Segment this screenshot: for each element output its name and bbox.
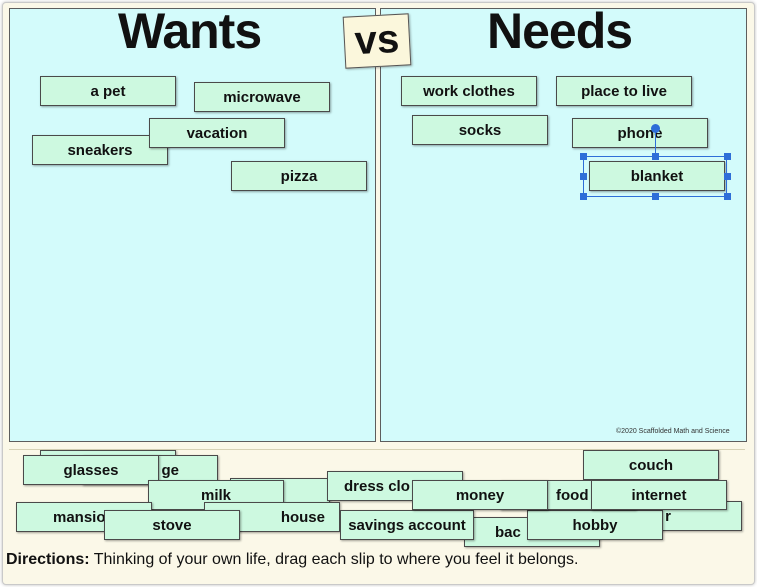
tray-divider [9,449,745,450]
needs-panel [380,8,747,442]
slip-a-pet[interactable]: a pet [40,76,176,106]
slip-internet[interactable]: internet [591,480,727,510]
slip-blanket[interactable]: blanket [589,161,725,191]
wants-heading: Wants [118,3,262,59]
slip-sneakers[interactable]: sneakers [32,135,168,165]
resize-handle-nw[interactable] [580,153,587,160]
resize-handle-sw[interactable] [580,193,587,200]
vs-label: vs [342,13,412,69]
resize-handle-ne[interactable] [724,153,731,160]
slip-work-clothes[interactable]: work clothes [401,76,537,106]
resize-handle-se[interactable] [724,193,731,200]
needs-heading: Needs [487,3,633,59]
rotate-handle[interactable] [651,124,660,133]
slip-phone[interactable]: phone [572,118,708,148]
directions-body: Thinking of your own life, drag each sli… [89,551,579,568]
slip-money[interactable]: money [412,480,548,510]
copyright-text: ©2020 Scaffolded Math and Science [616,428,730,435]
slip-stove[interactable]: stove [104,510,240,540]
slip-socks[interactable]: socks [412,115,548,145]
slip-couch[interactable]: couch [583,450,719,480]
directions-text: Directions: Thinking of your own life, d… [6,551,578,569]
slip-vacation[interactable]: vacation [149,118,285,148]
slip-hobby[interactable]: hobby [527,510,663,540]
wants-panel [9,8,376,442]
slip-place-to-live[interactable]: place to live [556,76,692,106]
directions-label: Directions: [6,551,90,568]
slip-glasses[interactable]: glasses [23,455,159,485]
resize-handle-w[interactable] [580,173,587,180]
slip-savings-account[interactable]: savings account [340,510,474,540]
resize-handle-e[interactable] [724,173,731,180]
resize-handle-n[interactable] [652,153,659,160]
slip-microwave[interactable]: microwave [194,82,330,112]
slip-pizza[interactable]: pizza [231,161,367,191]
resize-handle-s[interactable] [652,193,659,200]
rotation-stem [655,132,656,156]
